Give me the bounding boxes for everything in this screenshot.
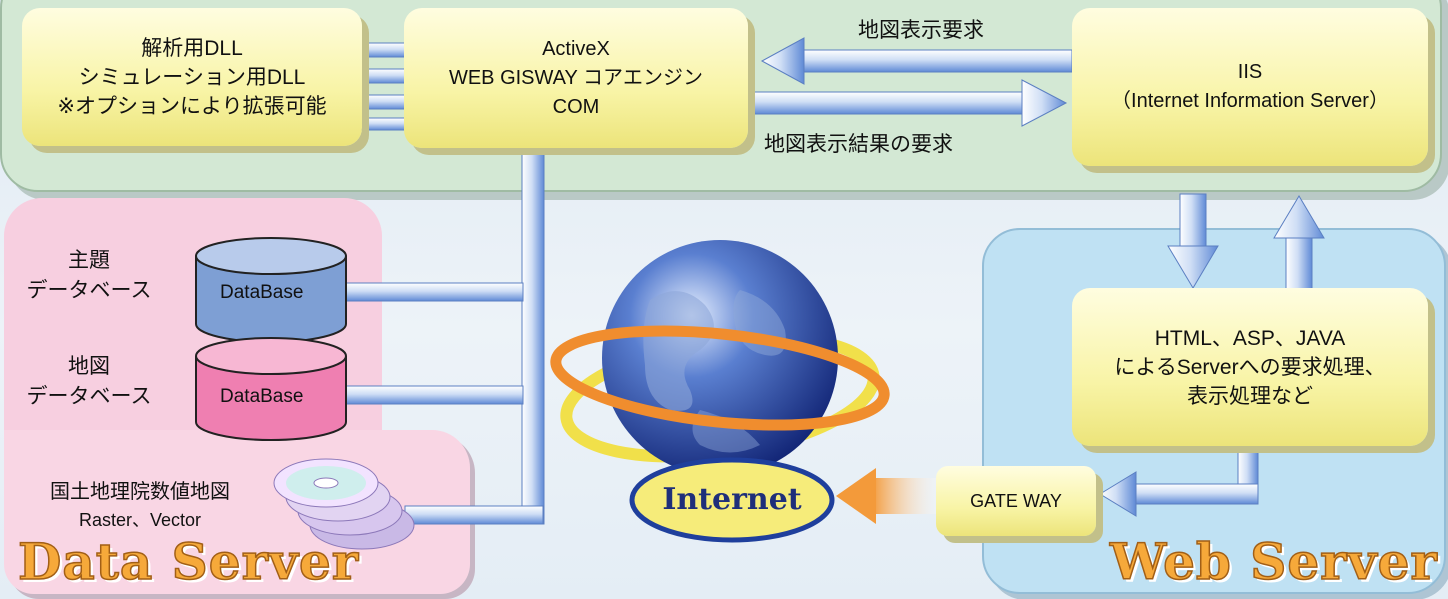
theme-db-link <box>344 282 524 302</box>
html-box-line3: 表示処理など <box>1187 384 1313 408</box>
disc-link <box>404 505 544 525</box>
result-arrow-shaft <box>747 91 1025 115</box>
iis-box: IIS （Internet Information Server） <box>1072 8 1428 166</box>
iis-box-line2: （Internet Information Server） <box>1111 90 1389 112</box>
dll-box-line1: 解析用DLL <box>141 36 243 60</box>
disc-stack-icon <box>273 458 415 550</box>
map-request-label: 地図表示要求 <box>858 19 984 42</box>
down-arrow-shaft <box>1179 193 1207 247</box>
dll-box: 解析用DLL シミュレーション用DLL ※オプションにより拡張可能 <box>22 8 362 146</box>
theme-database-label-line2: データベース <box>26 279 152 302</box>
gateway-label: GATE WAY <box>970 490 1062 511</box>
internet-arrow-head <box>836 468 876 524</box>
dll-link-1 <box>361 42 407 58</box>
internet-oval <box>629 457 835 543</box>
dll-box-line3: ※オプションにより拡張可能 <box>57 94 327 118</box>
map-database-label-line2: データベース <box>26 385 152 408</box>
map-db-link <box>344 385 524 405</box>
map-database-label-line1: 地図 <box>68 355 110 378</box>
map-database-cylinder-label: DataBase <box>220 386 304 407</box>
map-database-label: 地図 データベース <box>14 352 164 412</box>
gateway-box: GATE WAY <box>936 466 1096 536</box>
internet-arrow-shaft <box>872 478 938 514</box>
down-arrow-head <box>1167 245 1219 289</box>
gateway-arrow-head <box>1099 471 1137 517</box>
gsi-digital-map-line2: Raster、Vector <box>78 510 202 530</box>
dll-link-3 <box>361 94 407 110</box>
html-box-line2: によるServerへの要求処理、 <box>1114 355 1386 379</box>
theme-database-cylinder <box>195 237 347 343</box>
activex-core-engine-box: ActiveX WEB GISWAY コアエンジン COM <box>404 8 748 148</box>
theme-database-label-line1: 主題 <box>68 249 110 272</box>
core-vertical-pipe <box>521 147 545 525</box>
data-server-title: Data Server <box>17 531 360 592</box>
theme-database-label: 主題 データベース <box>14 246 164 306</box>
gsi-digital-map-label: 国土地理院数値地図 Raster、Vector <box>10 478 270 534</box>
dll-box-line2: シミュレーション用DLL <box>78 65 306 89</box>
request-processing-box: HTML、ASP、JAVA によるServerへの要求処理、 表示処理など <box>1072 288 1428 446</box>
gateway-pipe-horizontal <box>1129 483 1259 505</box>
up-arrow-head <box>1273 195 1325 239</box>
theme-database-cylinder-label: DataBase <box>220 282 304 303</box>
request-arrow-shaft <box>799 49 1073 73</box>
gsi-digital-map-line1: 国土地理院数値地図 <box>50 481 230 503</box>
dll-link-4 <box>361 117 407 131</box>
web-server-title: Web Server <box>1109 531 1438 592</box>
globe-icon <box>550 240 890 476</box>
html-box-line1: HTML、ASP、JAVA <box>1154 326 1346 350</box>
up-arrow-shaft <box>1285 237 1313 291</box>
iis-box-line1: IIS <box>1237 61 1263 83</box>
internet-label: Internet <box>662 482 802 517</box>
activex-box-line3: COM <box>552 95 600 118</box>
dll-link-2 <box>361 68 407 84</box>
activex-box-line1: ActiveX <box>542 37 610 60</box>
map-result-request-label: 地図表示結果の要求 <box>764 133 953 156</box>
result-arrow-head <box>1021 79 1068 127</box>
map-database-cylinder <box>195 337 347 441</box>
activex-box-line2: WEB GISWAY コアエンジン <box>448 66 704 89</box>
request-arrow-head <box>760 37 805 85</box>
